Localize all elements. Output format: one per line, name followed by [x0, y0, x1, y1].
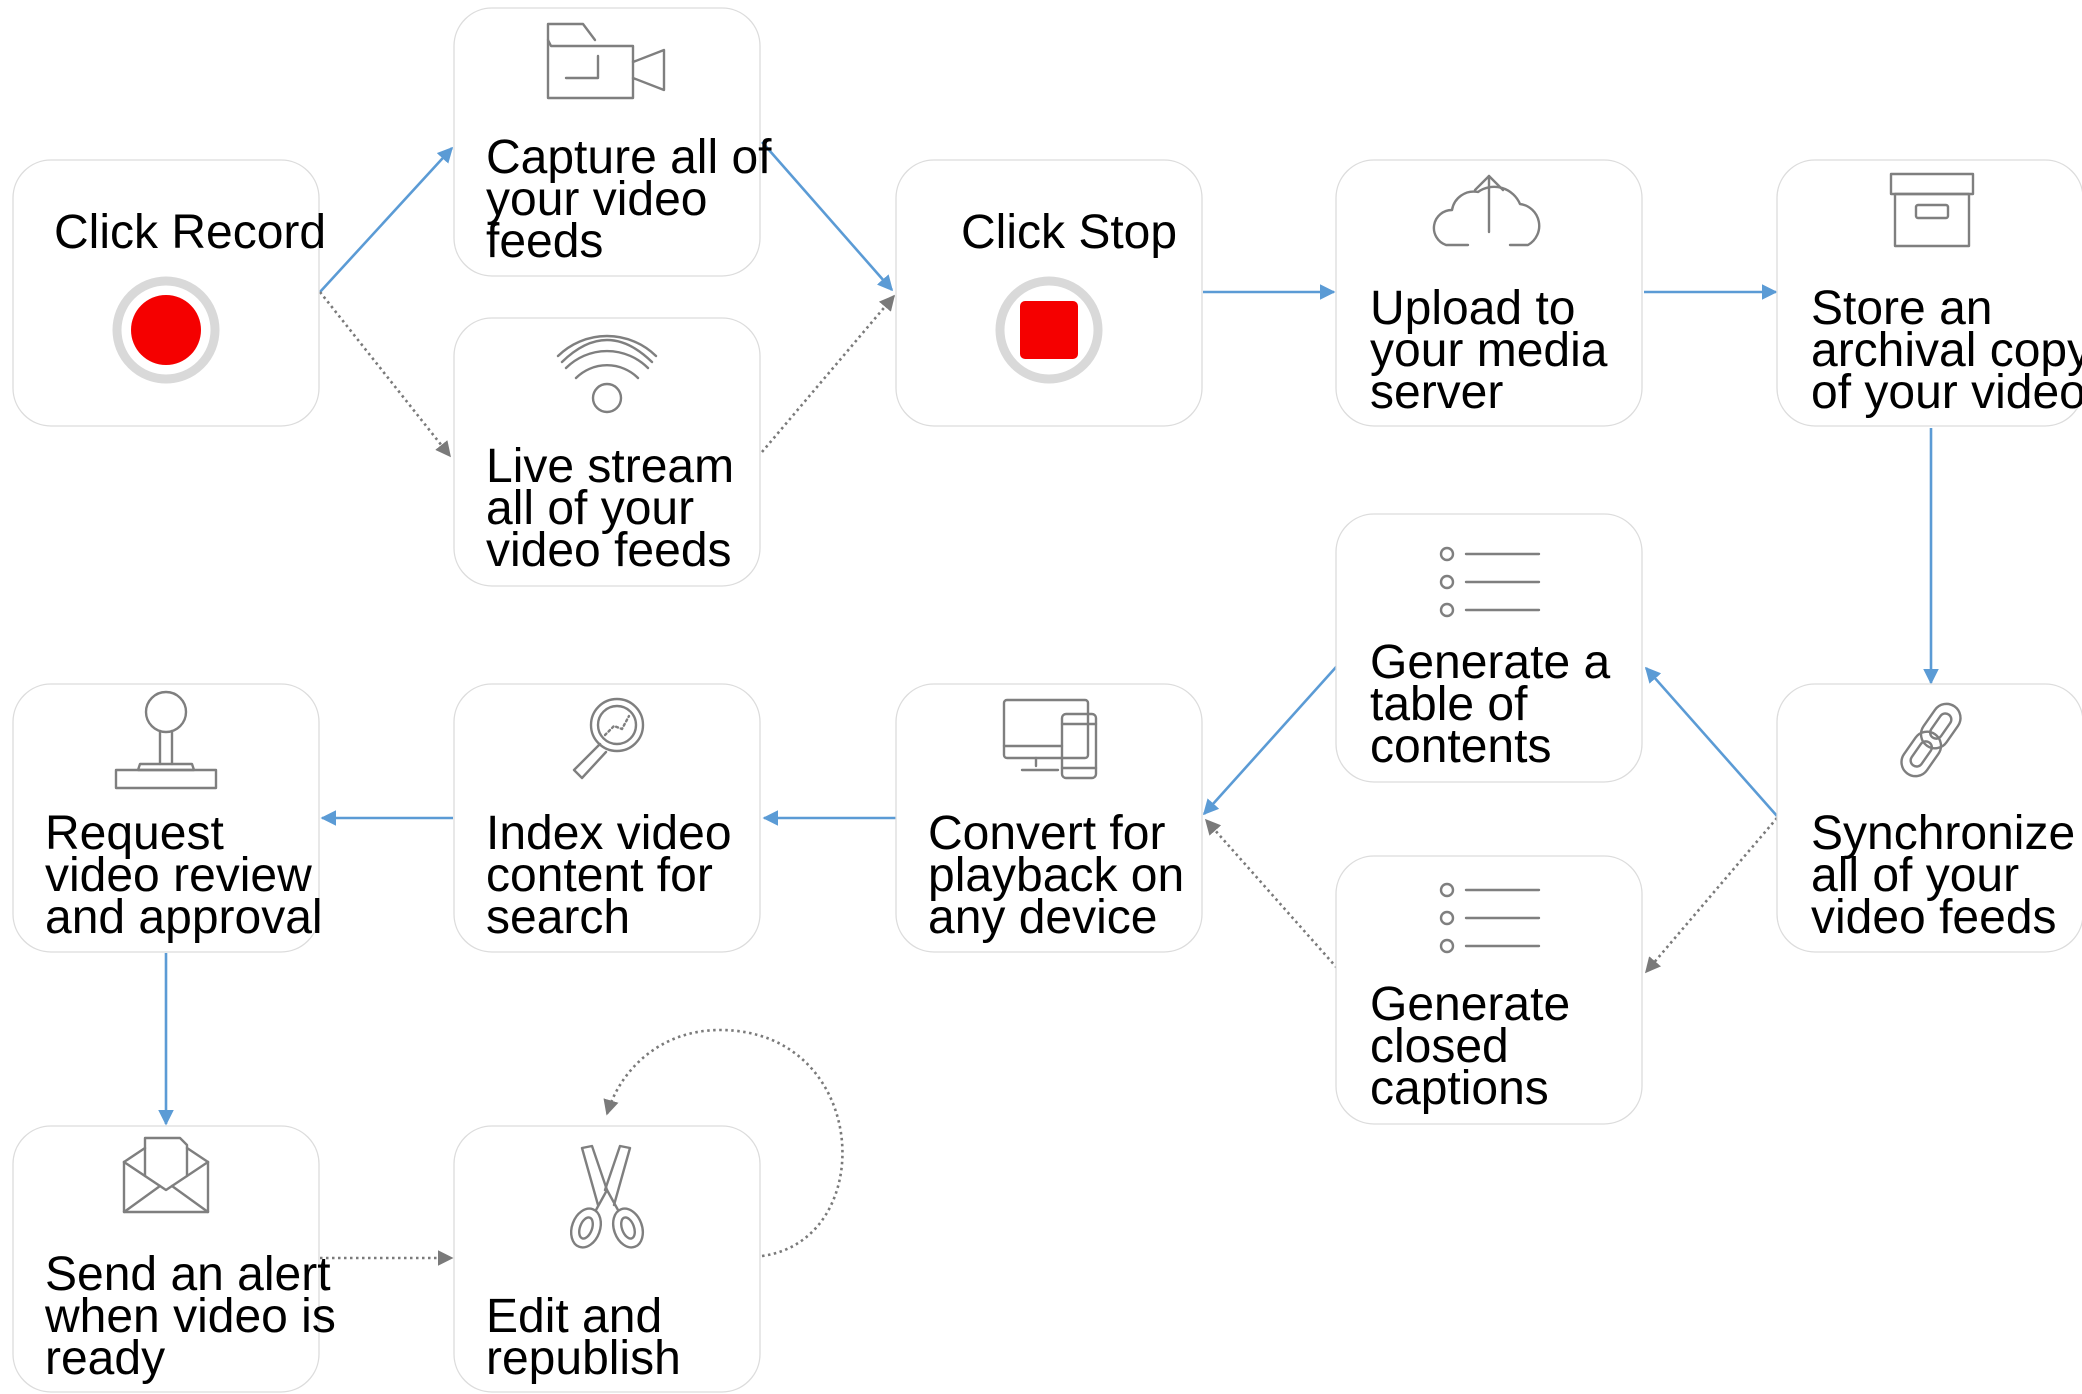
scissors-icon — [569, 1144, 645, 1249]
edge-sync-to-captions — [1644, 817, 1778, 974]
edge-record-to-capture — [319, 146, 454, 293]
step-convert-playback-label: Convert for playback on any device — [928, 807, 1198, 944]
step-click-stop: Click Stop — [895, 159, 1203, 427]
step-capture-feeds-label: Capture all of your video feeds — [486, 131, 785, 268]
edge-edit-self-loop — [603, 1028, 844, 1258]
edge-record-to-livestream — [318, 291, 452, 458]
step-closed-captions-label: Generate closed captions — [1370, 978, 1583, 1115]
step-request-review: Request video review and approval — [12, 683, 325, 953]
stop-icon — [995, 276, 1103, 384]
wifi-icon — [556, 334, 658, 414]
magnifier-icon — [572, 697, 645, 780]
step-send-alert: Send an alert when video is ready — [12, 1125, 349, 1393]
step-convert-playback: Convert for playback on any device — [895, 683, 1203, 953]
approval-stamp-icon — [114, 690, 218, 790]
connectors — [158, 141, 1939, 1266]
step-click-record: Click Record — [12, 159, 326, 427]
step-click-record-label: Click Record — [54, 206, 326, 259]
step-synchronize-label: Synchronize all of your video feeds — [1811, 807, 2082, 944]
chain-link-icon — [1900, 702, 1962, 778]
step-live-stream: Live stream all of your video feeds — [453, 317, 761, 587]
list-icon — [1439, 546, 1541, 618]
step-request-review-label: Request video review and approval — [45, 807, 325, 944]
list-icon — [1439, 882, 1541, 954]
step-edit-republish: Edit and republish — [453, 1125, 761, 1393]
step-table-of-contents: Generate a table of contents — [1335, 513, 1643, 783]
archive-box-icon — [1889, 172, 1975, 248]
record-icon — [112, 276, 220, 384]
edge-captions-to-convert — [1204, 818, 1338, 969]
edge-capture-to-stop — [761, 141, 894, 292]
step-live-stream-label: Live stream all of your video feeds — [486, 440, 747, 577]
step-table-of-contents-label: Generate a table of contents — [1370, 636, 1624, 773]
edge-livestream-to-stop — [761, 294, 896, 453]
step-synchronize: Synchronize all of your video feeds — [1776, 683, 2082, 953]
step-index-search: Index video content for search — [453, 683, 761, 953]
step-closed-captions: Generate closed captions — [1335, 855, 1643, 1125]
edge-toc-to-convert — [1202, 665, 1338, 816]
step-upload-server-label: Upload to your media server — [1370, 282, 1621, 419]
step-index-search-label: Index video content for search — [486, 807, 745, 944]
step-capture-feeds: Capture all of your video feeds — [453, 7, 785, 277]
cloud-upload-icon — [1432, 174, 1541, 247]
step-send-alert-label: Send an alert when video is ready — [44, 1248, 349, 1385]
devices-icon — [1002, 698, 1098, 780]
step-upload-server: Upload to your media server — [1335, 159, 1643, 427]
step-click-stop-label: Click Stop — [961, 206, 1177, 259]
step-archive-copy: Store an archival copy of your video — [1776, 159, 2082, 427]
step-archive-copy-label: Store an archival copy of your video — [1811, 282, 2082, 419]
envelope-icon — [122, 1136, 210, 1214]
edge-sync-to-toc — [1644, 666, 1778, 817]
video-camera-icon — [546, 22, 666, 100]
step-edit-republish-label: Edit and republish — [486, 1290, 681, 1385]
